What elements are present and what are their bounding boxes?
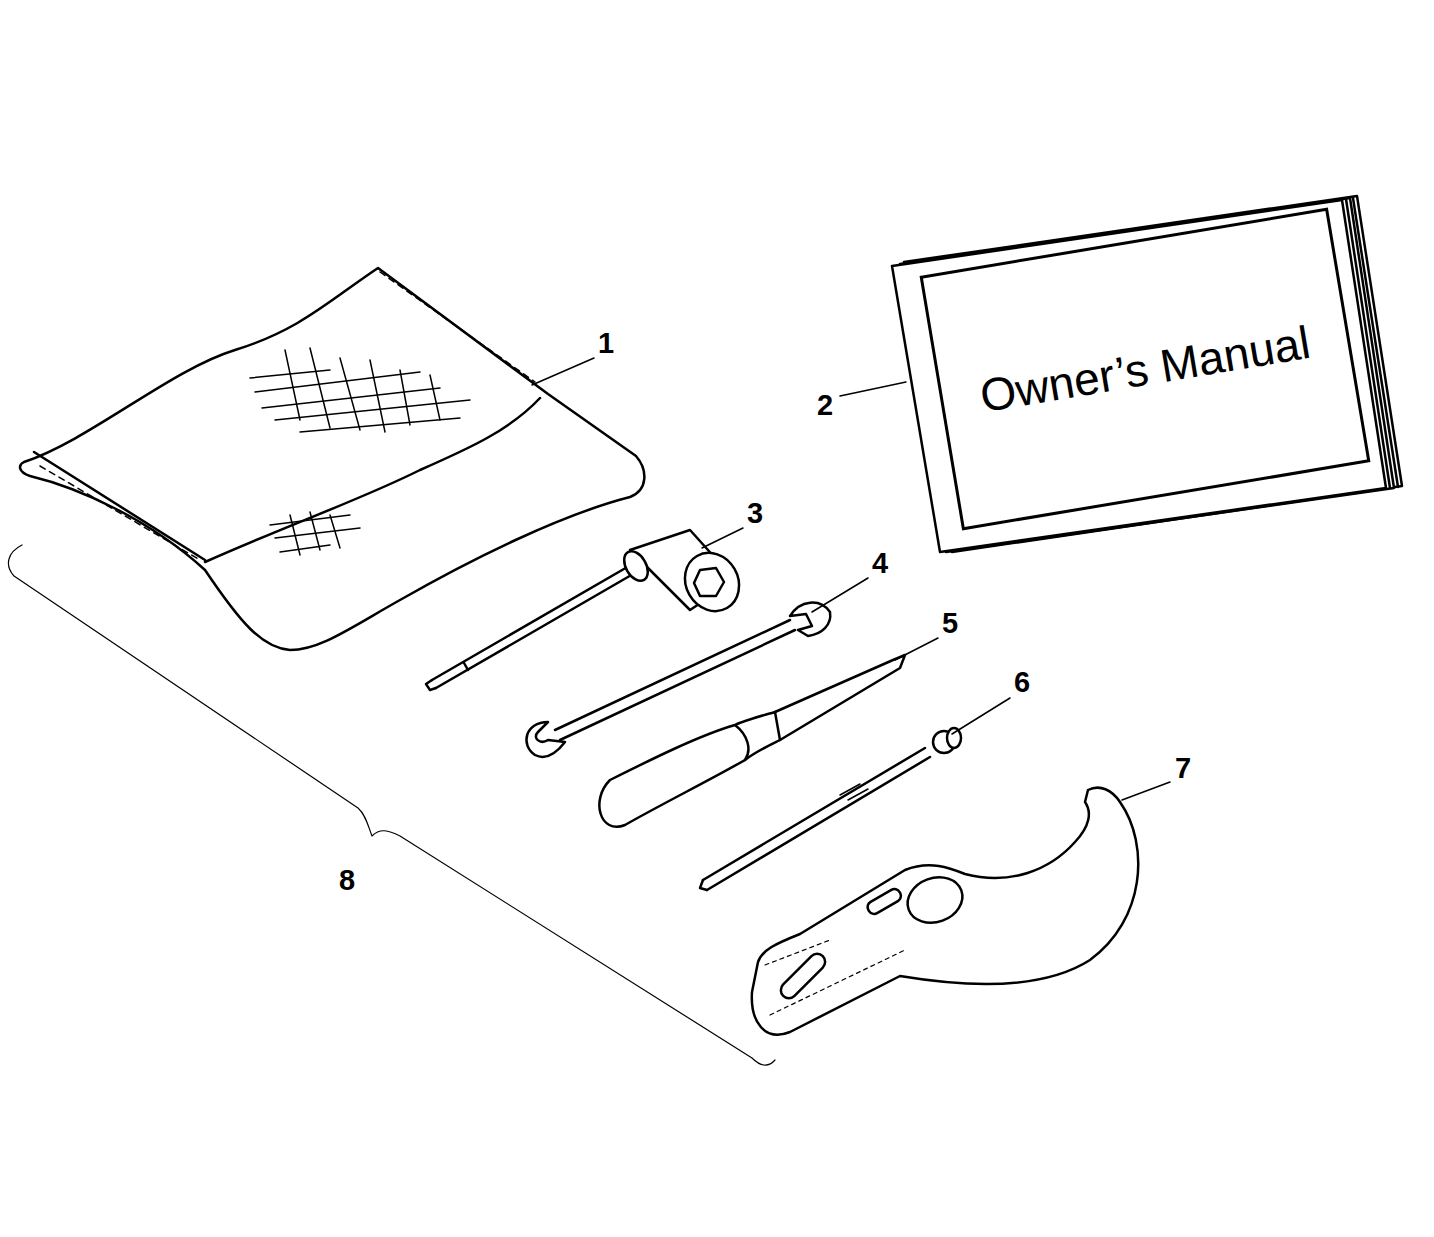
socket-wrench — [426, 530, 750, 690]
screwdriver — [599, 655, 905, 827]
callout-number: 4 — [872, 549, 888, 578]
callout-number: 8 — [339, 866, 355, 895]
cover-title: Owner’s Manual — [976, 315, 1314, 423]
callout-number: 1 — [598, 329, 614, 358]
hook-spanner — [752, 788, 1138, 1035]
manual-book — [892, 196, 1402, 552]
kit-bracket — [8, 545, 775, 1065]
callout-number: 5 — [942, 609, 958, 638]
callout-number: 3 — [747, 499, 763, 528]
tool-bag — [20, 268, 644, 650]
callout-number: 6 — [1014, 668, 1030, 697]
open-end-wrench — [526, 603, 830, 757]
callout-number: 7 — [1175, 754, 1191, 783]
callout-number: 2 — [817, 391, 833, 420]
